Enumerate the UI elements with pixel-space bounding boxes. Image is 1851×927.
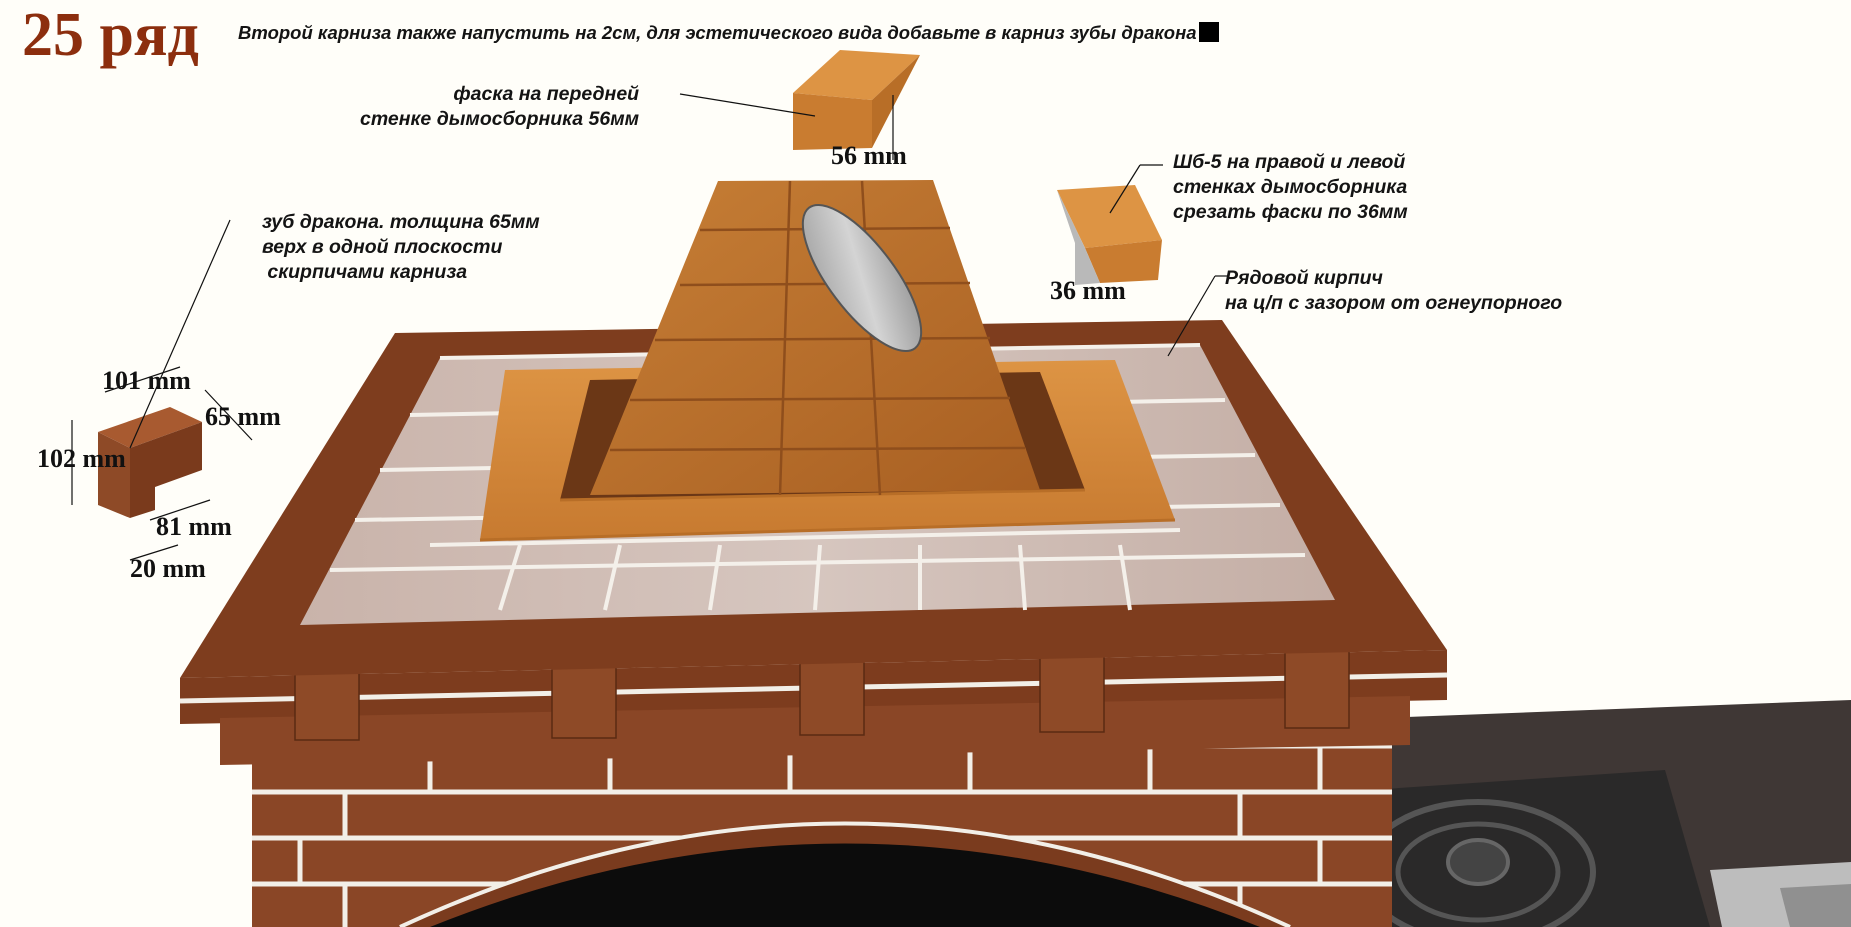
shb5-note-line-2: стенках дымосборника xyxy=(1173,176,1408,198)
page-title: 25 ряд xyxy=(22,1,199,69)
smoke-hood xyxy=(590,180,1040,496)
dragon-note-line-2: верх в одной плоскости xyxy=(262,236,503,258)
shb5-note-line-1: Шб-5 на правой и левой xyxy=(1173,151,1406,173)
countertop xyxy=(1340,700,1851,927)
dragon-tooth-note: зуб дракона. толщина 65мм верх в одной п… xyxy=(262,210,540,285)
chamfer-note-line-2: стенке дымосборника 56мм xyxy=(360,108,640,130)
cursor-block xyxy=(1198,22,1219,42)
shb5-note: Шб-5 на правой и левой стенках дымосборн… xyxy=(1173,150,1408,225)
dragon-note-line-3: скирпичами карниза xyxy=(262,261,468,283)
dim-102mm: 102 mm xyxy=(37,444,126,473)
chamfer-brick xyxy=(679,50,920,160)
shb5-brick xyxy=(1057,164,1228,357)
top-instruction: Второй карниза также напустить на 2см, д… xyxy=(238,20,1219,45)
shb5-note-line-3: срезать фаски по 36мм xyxy=(1173,201,1408,223)
dim-20mm: 20 mm xyxy=(130,554,206,583)
dim-81mm: 81 mm xyxy=(156,512,232,541)
chamfer-note: фаска на передней стенке дымосборника 56… xyxy=(360,82,639,132)
top-instruction-text: Второй карниза также напустить на 2см, д… xyxy=(238,22,1197,43)
row-brick-note-line-1: Рядовой кирпич xyxy=(1225,267,1383,289)
dragon-note-line-1: зуб дракона. толщина 65мм xyxy=(262,211,540,233)
row-brick-note-line-2: на ц/п с зазором от огнеупорного xyxy=(1225,292,1563,314)
dim-36mm: 36 mm xyxy=(1050,276,1126,305)
chamfer-note-line-1: фаска на передней xyxy=(453,83,640,105)
cornice xyxy=(179,637,1448,765)
dim-65mm: 65 mm xyxy=(205,402,281,431)
dim-101mm: 101 mm xyxy=(102,366,191,395)
dim-56mm: 56 mm xyxy=(831,141,907,170)
dragon-tooth-detail xyxy=(71,219,253,561)
chimney-body xyxy=(252,700,1392,927)
row-brick-note: Рядовой кирпич на ц/п с зазором от огнеу… xyxy=(1225,266,1562,316)
